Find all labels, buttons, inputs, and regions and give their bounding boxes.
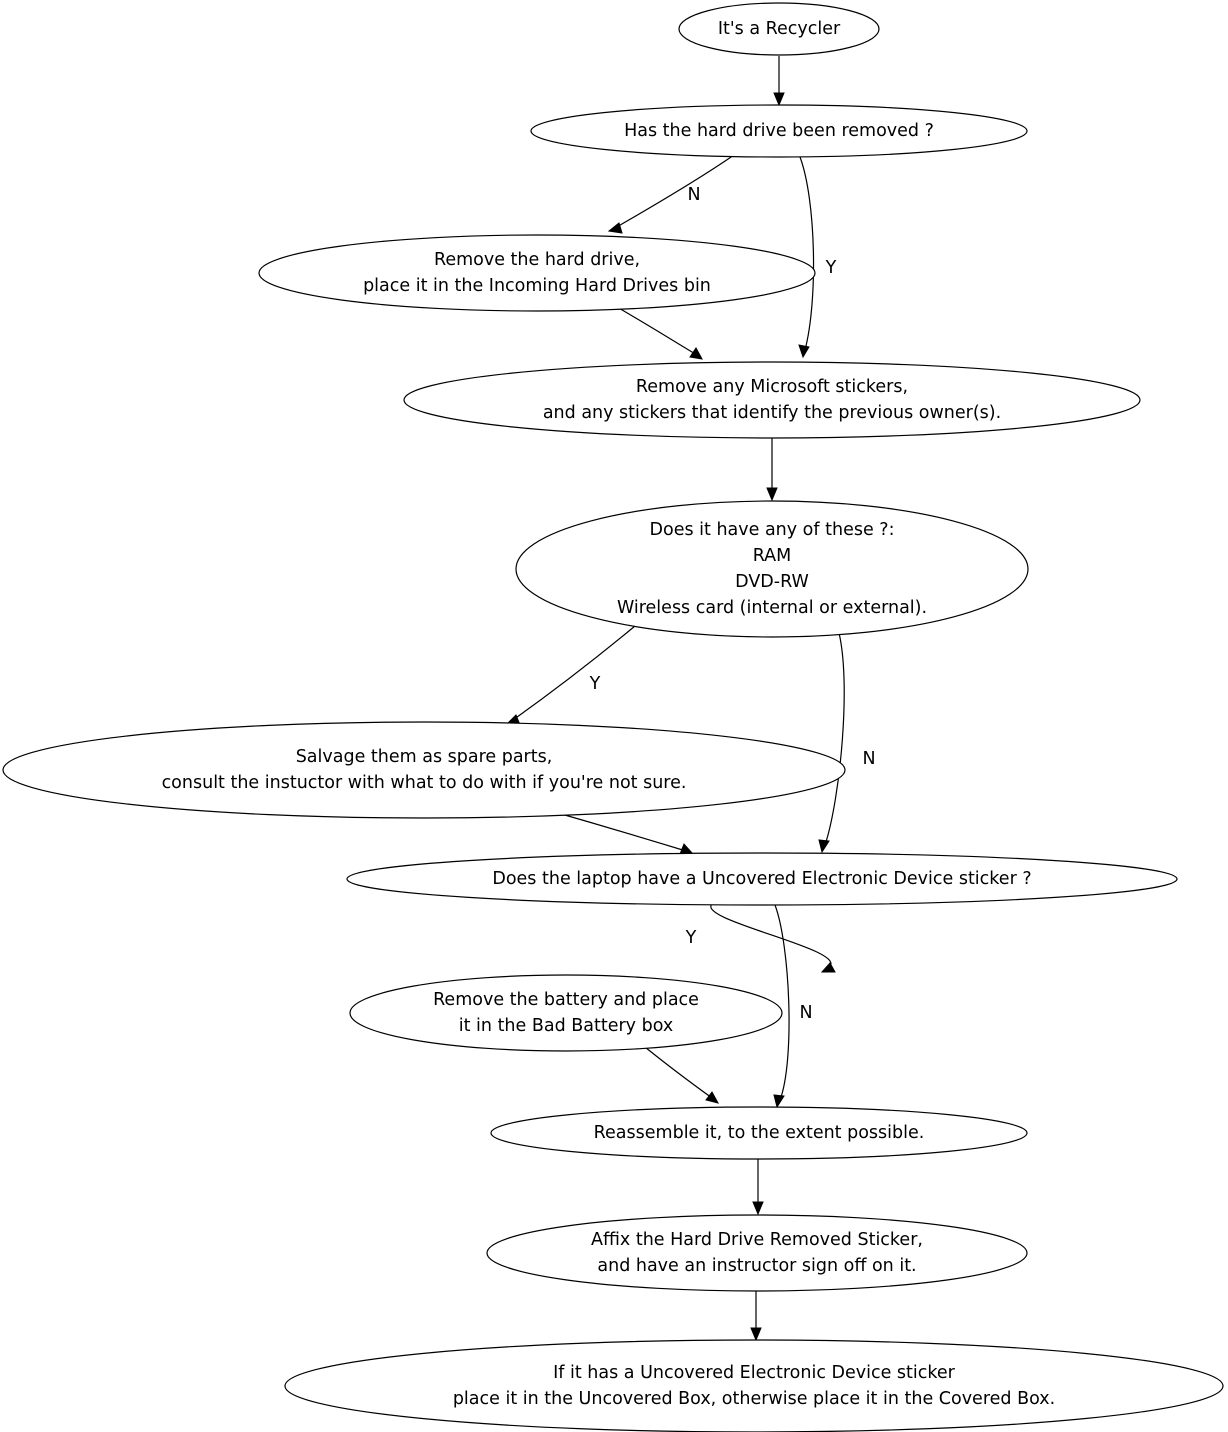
node-parts_q[interactable]: Does it have any of these ?: RAM DVD-RW Wir… bbox=[515, 500, 1029, 638]
node-label-line: consult the instuctor with what to do wi… bbox=[162, 773, 687, 793]
edge-removehdd-to-stickers bbox=[609, 302, 703, 360]
edge-hddq-to-stickers: Y bbox=[798, 156, 837, 359]
node-label-line: Wireless card (internal or external). bbox=[617, 598, 927, 618]
edge-label: Y bbox=[589, 674, 601, 694]
node-shape-ellipse[interactable] bbox=[515, 500, 1029, 638]
edge-line bbox=[774, 904, 790, 1101]
node-label-line: If it has a Uncovered Electronic Device … bbox=[553, 1363, 956, 1383]
node-label-line: Does it have any of these ?: bbox=[650, 520, 895, 540]
edge-stickerq-to-reassemble: N bbox=[773, 904, 813, 1109]
node-shape-ellipse[interactable] bbox=[678, 2, 880, 56]
node-label-line: Remove any Microsoft stickers, bbox=[636, 377, 908, 397]
arrowhead-icon bbox=[818, 839, 830, 854]
node-label-line: Reassemble it, to the extent possible. bbox=[594, 1123, 925, 1143]
node-remove_hdd[interactable]: Remove the hard drive, place it in the In… bbox=[258, 234, 816, 312]
edge-affix-to-final bbox=[750, 1291, 762, 1342]
node-shape-ellipse[interactable] bbox=[2, 721, 846, 819]
edge-stickerq-to-battery: Y bbox=[685, 902, 836, 973]
node-shape-ellipse[interactable] bbox=[490, 1106, 1028, 1160]
node-label-line: place it in the Incoming Hard Drives bin bbox=[363, 276, 711, 296]
node-reassemble[interactable]: Reassemble it, to the extent possible. bbox=[490, 1106, 1028, 1160]
node-hdd_q[interactable]: Has the hard drive been removed ? bbox=[530, 104, 1028, 158]
node-label-line: and have an instructor sign off on it. bbox=[597, 1256, 916, 1276]
node-label-line: Remove the hard drive, bbox=[434, 250, 640, 270]
node-shape-ellipse[interactable] bbox=[403, 361, 1141, 439]
node-label-line: RAM bbox=[753, 546, 792, 566]
node-affix[interactable]: Affix the Hard Drive Removed Sticker, and… bbox=[486, 1214, 1028, 1292]
edge-label: N bbox=[799, 1003, 812, 1023]
arrowhead-icon bbox=[820, 962, 836, 973]
node-shape-ellipse[interactable] bbox=[258, 234, 816, 312]
arrowhead-icon bbox=[607, 222, 623, 234]
node-shape-ellipse[interactable] bbox=[486, 1214, 1028, 1292]
arrowhead-icon bbox=[705, 1091, 719, 1104]
arrowhead-icon bbox=[752, 1201, 764, 1216]
node-label-line: Affix the Hard Drive Removed Sticker, bbox=[591, 1230, 923, 1250]
node-battery[interactable]: Remove the battery and place it in the Ba… bbox=[349, 974, 783, 1052]
edge-line bbox=[710, 902, 832, 969]
arrowhead-icon bbox=[679, 843, 694, 855]
node-salvage[interactable]: Salvage them as spare parts, consult the … bbox=[2, 721, 846, 819]
edge-line bbox=[824, 628, 845, 846]
arrowhead-icon bbox=[798, 344, 810, 359]
edge-start-to-hddq bbox=[773, 56, 785, 107]
node-shape-ellipse[interactable] bbox=[284, 1339, 1224, 1432]
edge-reassemble-to-affix bbox=[752, 1159, 764, 1216]
node-label-line: place it in the Uncovered Box, otherwise… bbox=[453, 1389, 1055, 1409]
node-final_box[interactable]: If it has a Uncovered Electronic Device … bbox=[284, 1339, 1224, 1432]
node-shape-ellipse[interactable] bbox=[346, 852, 1178, 906]
edge-line bbox=[512, 625, 636, 721]
node-label-line: and any stickers that identify the previ… bbox=[543, 403, 1001, 423]
edge-line bbox=[609, 302, 698, 356]
arrowhead-icon bbox=[689, 347, 703, 360]
edge-label: Y bbox=[825, 258, 837, 278]
edge-stickers-to-partsq bbox=[766, 438, 778, 502]
edge-partsq-to-salvage: Y bbox=[505, 625, 636, 726]
edge-label: N bbox=[862, 749, 875, 769]
arrowhead-icon bbox=[773, 92, 785, 107]
arrowhead-icon bbox=[773, 1094, 785, 1109]
edge-label: N bbox=[687, 185, 700, 205]
node-label-line: Has the hard drive been removed ? bbox=[624, 121, 934, 141]
node-label-line: Salvage them as spare parts, bbox=[296, 747, 553, 767]
node-label-line: DVD-RW bbox=[735, 572, 809, 592]
edge-line bbox=[639, 1042, 713, 1099]
edge-battery-to-reassemble bbox=[639, 1042, 719, 1104]
arrowhead-icon bbox=[766, 487, 778, 502]
node-label-line: Does the laptop have a Uncovered Electro… bbox=[492, 869, 1031, 889]
arrowhead-icon bbox=[750, 1327, 762, 1342]
node-label-line: Remove the battery and place bbox=[433, 990, 699, 1010]
node-label-line: it in the Bad Battery box bbox=[459, 1016, 673, 1036]
edge-partsq-to-stickerq: N bbox=[818, 628, 876, 854]
edge-line bbox=[799, 156, 815, 351]
edge-hddq-to-removehdd: N bbox=[607, 154, 735, 234]
node-label-line: It's a Recycler bbox=[718, 19, 841, 39]
edge-line bbox=[614, 154, 735, 229]
node-start[interactable]: It's a Recycler bbox=[678, 2, 880, 56]
node-shape-ellipse[interactable] bbox=[349, 974, 783, 1052]
node-shape-ellipse[interactable] bbox=[530, 104, 1028, 158]
node-remove_stickers[interactable]: Remove any Microsoft stickers, and any st… bbox=[403, 361, 1141, 439]
node-sticker_q[interactable]: Does the laptop have a Uncovered Electro… bbox=[346, 852, 1178, 906]
edge-label: Y bbox=[685, 928, 697, 948]
